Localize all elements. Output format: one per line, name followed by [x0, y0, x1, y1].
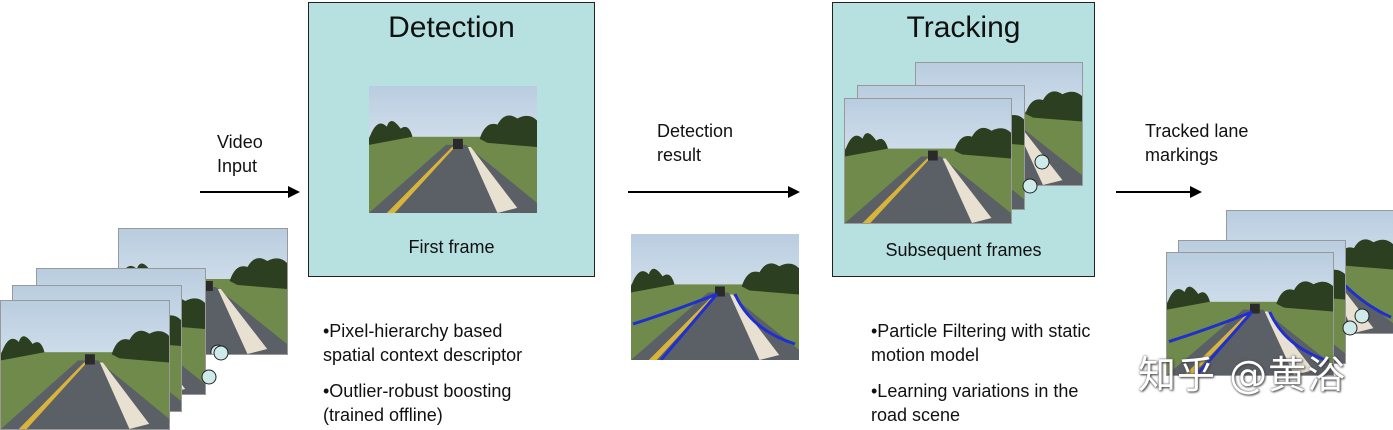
output-markers — [1342, 308, 1370, 336]
lane-marking-right — [733, 293, 796, 346]
arrow-tracking-to-output — [1116, 186, 1202, 198]
input-frame-1 — [0, 300, 170, 430]
detection-caption: First frame — [408, 237, 495, 257]
detection-title: Detection — [388, 11, 515, 44]
tracking-markers — [1022, 154, 1050, 194]
arrow-input-to-detection — [200, 186, 300, 198]
output-frame-1 — [1166, 252, 1334, 376]
tracking-frame-1 — [844, 98, 1012, 224]
tracked-lane-label: Tracked lane markings — [1145, 121, 1249, 165]
detection-box: Detection First frame — [308, 2, 595, 277]
detection-result-image — [631, 234, 799, 360]
detection-first-frame-image — [369, 86, 537, 213]
tracking-bullet-2: •Learning variations in the road scene — [871, 381, 1079, 425]
watermark-text: 知乎 @黄浴 — [1138, 353, 1347, 397]
tracking-caption: Subsequent frames — [885, 240, 1042, 260]
arrow-detection-to-tracking — [628, 186, 800, 198]
video-input-label: Video Input — [217, 132, 263, 176]
tracking-title: Tracking — [906, 11, 1021, 44]
lane-marking-center — [659, 293, 719, 360]
tracking-bullet-1: •Particle Filtering with static motion m… — [871, 321, 1091, 365]
detection-bullet-2: •Outlier-robust boosting (trained offlin… — [323, 381, 512, 425]
detection-result-label: Detection result — [657, 121, 734, 165]
lane-marking-left — [632, 292, 718, 326]
input-markers — [201, 345, 229, 385]
detection-bullet-1: •Pixel-hierarchy based spatial context d… — [323, 321, 523, 365]
